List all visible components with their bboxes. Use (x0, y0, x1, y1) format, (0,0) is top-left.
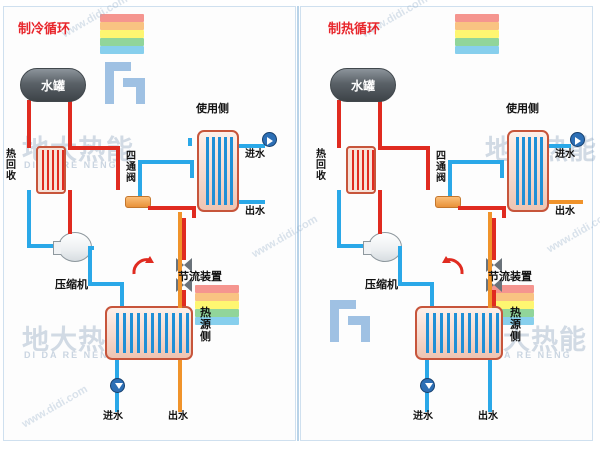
pipe-use-water-in (549, 144, 571, 148)
pipe-blue-to-source (398, 282, 434, 286)
four-way-valve (435, 196, 461, 208)
four-way-valve-label: 四通阀 (126, 151, 136, 184)
pipe-fourway-up (448, 160, 452, 196)
water-tank-label: 水罐 (350, 79, 375, 93)
source-side-coil (422, 313, 499, 353)
pipe-hot-down-fourway (116, 146, 120, 190)
source-side-pump[interactable] (420, 378, 435, 393)
pipe-blue-to-source (88, 282, 124, 286)
pipe-fourway-right (458, 206, 506, 210)
pipe-use-side-bottom (192, 206, 196, 218)
use-side-coil (204, 137, 233, 205)
pipe-orange-riser (488, 212, 492, 308)
use-side-pump[interactable] (262, 132, 277, 147)
pipe-fourway-to-use (448, 160, 504, 164)
pipe-hot-hr-bottom (68, 190, 72, 212)
pipe-source-water-out (488, 360, 492, 412)
water-tank: 水罐 (330, 68, 396, 102)
use-side-pump[interactable] (570, 132, 585, 147)
use-side-label: 使用侧 (196, 103, 229, 115)
throttle-label: 节流装置 (178, 271, 222, 283)
heat-recovery-exchanger (36, 146, 66, 194)
use-side-label: 使用侧 (506, 103, 539, 115)
use-side-exchanger (507, 130, 549, 212)
source-side-pump[interactable] (110, 378, 125, 393)
pipe-blue-down-source (430, 282, 434, 306)
pipe-use-water-in (239, 144, 265, 148)
compressor (53, 232, 92, 262)
pipe-orange-riser (178, 212, 182, 308)
pipe-fourway-right (148, 206, 196, 210)
use-side-coil (514, 137, 543, 205)
source-water-in-label: 进水 (413, 411, 433, 422)
pipe-use-water-out (549, 200, 583, 204)
use-side-exchanger (197, 130, 239, 212)
four-way-valve (125, 196, 151, 208)
source-side-coil (112, 313, 189, 353)
throttle-label: 节流装置 (488, 271, 532, 283)
source-water-out-label: 出水 (168, 411, 188, 422)
pipe-hot-down-fourway (426, 146, 430, 190)
source-side-exchanger (105, 306, 193, 360)
use-side-water-in-label: 进水 (245, 149, 265, 160)
cycle-direction-arrow (440, 254, 464, 276)
compressor (363, 232, 402, 262)
compressor-label: 压缩机 (365, 279, 398, 291)
pipe-use-side-bottom (502, 206, 506, 218)
pipe-compressor-out-blue (88, 246, 92, 286)
pipe-use-in (500, 160, 504, 178)
pipe-use-water-in-stub (188, 138, 192, 146)
pipe-use-in (190, 160, 194, 178)
pipe-compressor-out-stub (88, 246, 94, 250)
pipe-to-throttle (182, 218, 186, 260)
pipe-suction-left (27, 190, 31, 248)
panel-title-cooling: 制冷循环 (18, 21, 71, 36)
pipe-suction-bottom (27, 244, 53, 248)
pipe-hot-tank-down (337, 100, 341, 148)
use-side-water-out-label: 出水 (245, 206, 265, 217)
source-side-exchanger (415, 306, 503, 360)
pipe-hot-to-fourway (378, 146, 430, 150)
compressor-label: 压缩机 (55, 279, 88, 291)
pipe-blue-down-source (120, 282, 124, 306)
four-way-valve-label: 四通阀 (436, 151, 446, 184)
pipe-hot-tank-down (27, 100, 31, 148)
pipe-hot-hr-bottom (378, 190, 382, 212)
pipe-compressor-discharge (68, 212, 72, 234)
source-side-label: 热源侧 (510, 307, 521, 343)
cycle-direction-arrow (130, 254, 154, 276)
pipe-compressor-discharge (378, 212, 382, 234)
pipe-hot-tank-return (68, 100, 72, 148)
pipe-fourway-to-use (138, 160, 194, 164)
use-side-water-in-label: 进水 (555, 149, 575, 160)
heat-recovery-label: 热回收 (316, 149, 326, 182)
pipe-source-water-out (178, 360, 182, 412)
pipe-throttle-down (182, 290, 186, 306)
pipe-fourway-up (138, 160, 142, 196)
use-side-water-out-label: 出水 (555, 206, 575, 217)
pipe-compressor-out-blue (398, 246, 402, 286)
water-tank: 水罐 (20, 68, 86, 102)
pipe-to-throttle (492, 218, 496, 260)
pipe-hot-to-fourway (68, 146, 120, 150)
water-tank-label: 水罐 (40, 79, 65, 93)
pipe-suction-bottom (337, 244, 363, 248)
panel-title-heating: 制热循环 (328, 21, 381, 36)
pipe-suction-left (337, 190, 341, 248)
source-side-label: 热源侧 (200, 307, 211, 343)
heat-recovery-exchanger (346, 146, 376, 194)
source-water-in-label: 进水 (103, 411, 123, 422)
panel-divider (297, 6, 299, 441)
heat-recovery-label: 热回收 (6, 149, 16, 182)
pipe-throttle-down (492, 290, 496, 306)
pipe-use-water-out (239, 200, 265, 204)
pipe-hot-tank-return (378, 100, 382, 148)
source-water-out-label: 出水 (478, 411, 498, 422)
